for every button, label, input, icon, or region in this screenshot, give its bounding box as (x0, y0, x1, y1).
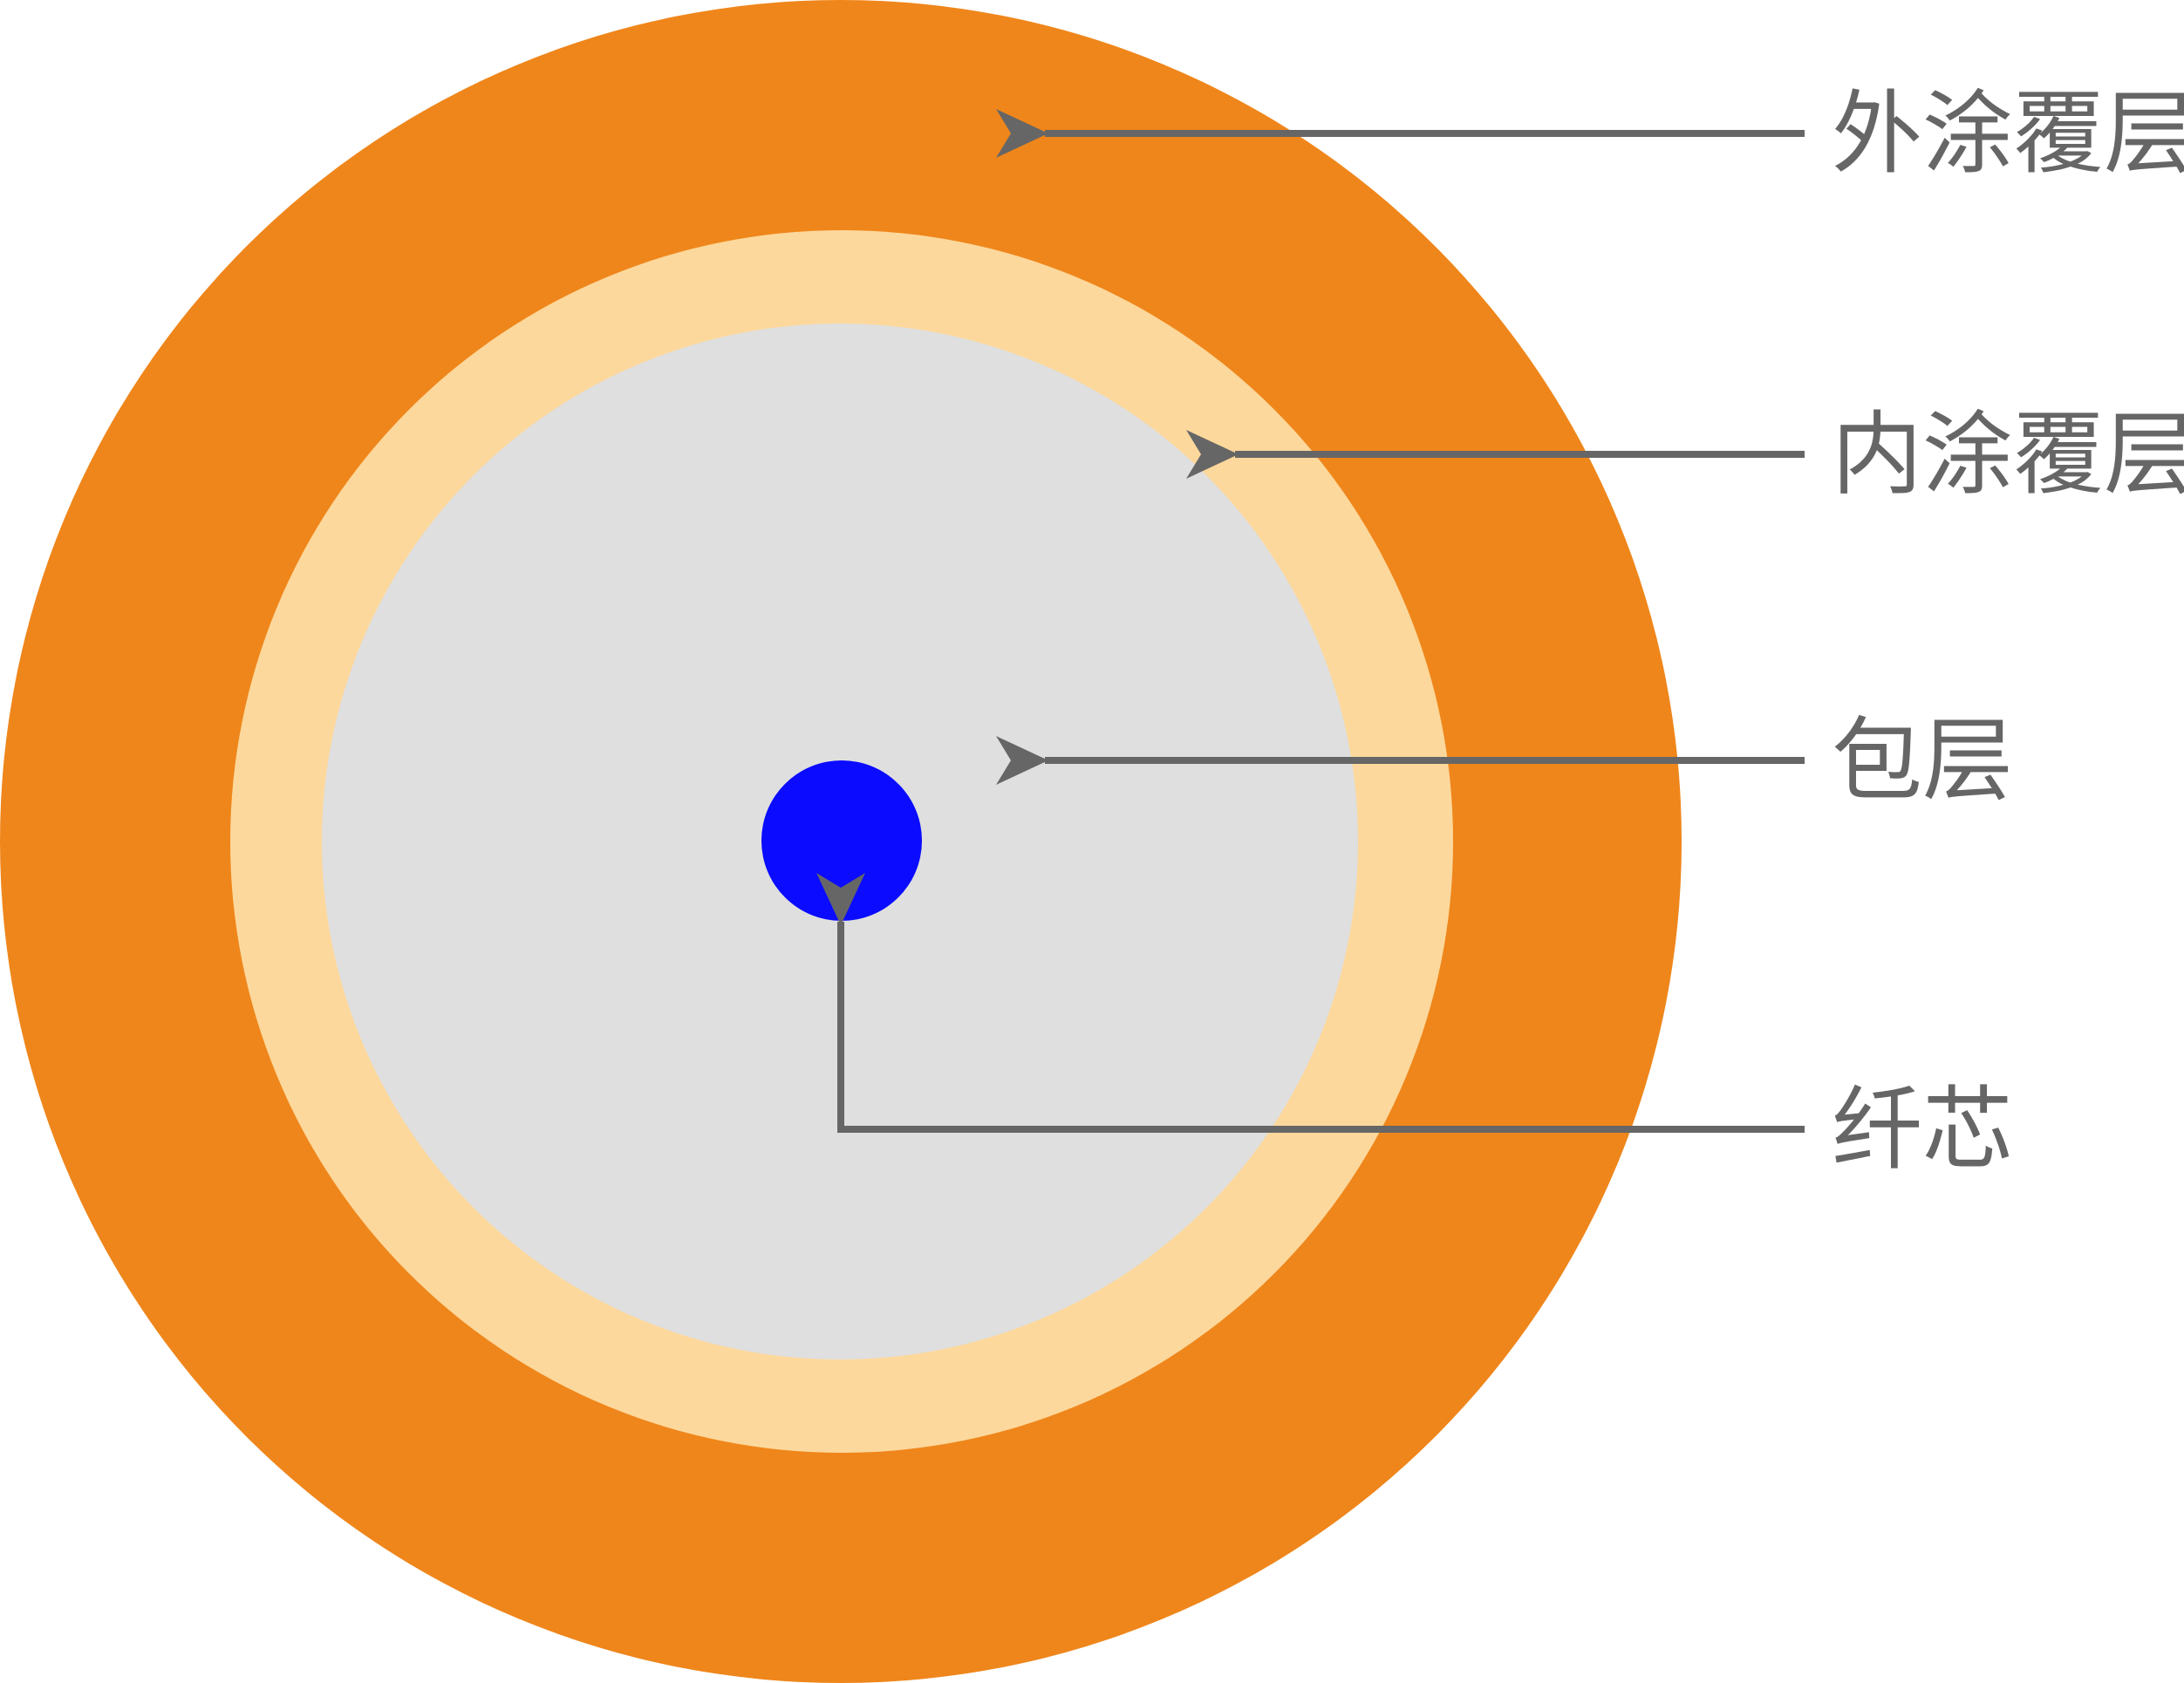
outer-coating-label: 外涂覆层 (1832, 80, 2184, 187)
inner-coating-label: 内涂覆层 (1832, 401, 2184, 508)
core-label: 纤芯 (1832, 1076, 2013, 1182)
fiber-core (761, 760, 922, 921)
core-arrow (816, 873, 1805, 1133)
cladding-label: 包层 (1832, 707, 2013, 814)
